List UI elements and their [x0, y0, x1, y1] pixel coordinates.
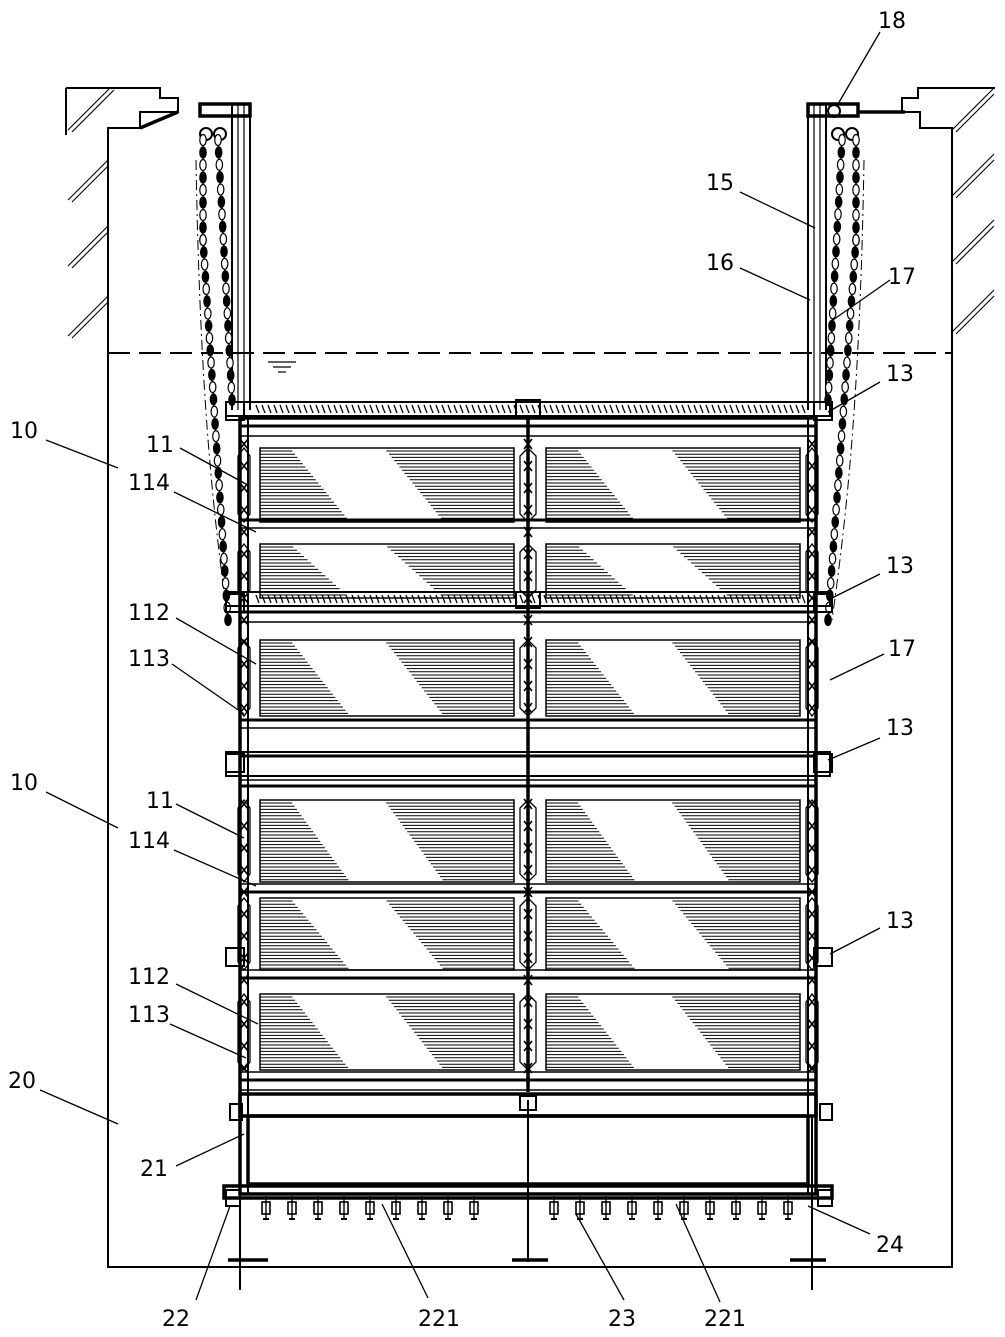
screen-panels	[259, 447, 801, 1071]
label-18: 18	[878, 9, 906, 34]
label-13-first: 13	[886, 362, 914, 387]
bottom-module	[222, 1092, 834, 1290]
label-113-lower: 113	[128, 1003, 170, 1028]
label-20: 20	[8, 1069, 36, 1094]
label-112-lower: 112	[128, 965, 170, 990]
chain-right-inner	[827, 139, 843, 401]
label-24: 24	[876, 1233, 904, 1258]
label-17-lower: 17	[888, 637, 916, 662]
label-15: 15	[706, 171, 734, 196]
label-10-upper: 10	[10, 419, 38, 444]
side-posts	[237, 438, 819, 1074]
lifting-lugs	[225, 399, 833, 967]
label-21: 21	[140, 1157, 168, 1182]
guide-rails	[139, 102, 905, 410]
label-221-left: 221	[418, 1307, 460, 1332]
label-114-upper: 114	[128, 471, 170, 496]
label-13-third: 13	[886, 716, 914, 741]
ground-hatching-left	[67, 87, 115, 339]
label-221-right: 221	[704, 1307, 746, 1332]
reference-numerals: 18 15 16 17 13 10 11 114 13 112 113 17 1…	[8, 9, 916, 1332]
label-16: 16	[706, 251, 734, 276]
chain-links	[199, 133, 860, 627]
chains	[195, 139, 865, 621]
pit-outline	[65, 87, 995, 1268]
ground-hatching-right	[951, 87, 995, 335]
label-112-upper: 112	[128, 601, 170, 626]
label-13-second: 13	[886, 554, 914, 579]
label-11-lower: 11	[146, 789, 174, 814]
water-level	[108, 352, 952, 373]
label-11-upper: 11	[146, 433, 174, 458]
leader-lines	[39, 31, 891, 1303]
label-13-fourth: 13	[886, 909, 914, 934]
label-10-lower: 10	[10, 771, 38, 796]
chain-left-inner	[217, 139, 233, 401]
label-23: 23	[608, 1307, 636, 1332]
label-113-upper: 113	[128, 647, 170, 672]
spray-nozzles	[261, 1196, 793, 1220]
label-22: 22	[162, 1307, 190, 1332]
label-17-upper: 17	[888, 265, 916, 290]
label-114-lower: 114	[128, 829, 170, 854]
